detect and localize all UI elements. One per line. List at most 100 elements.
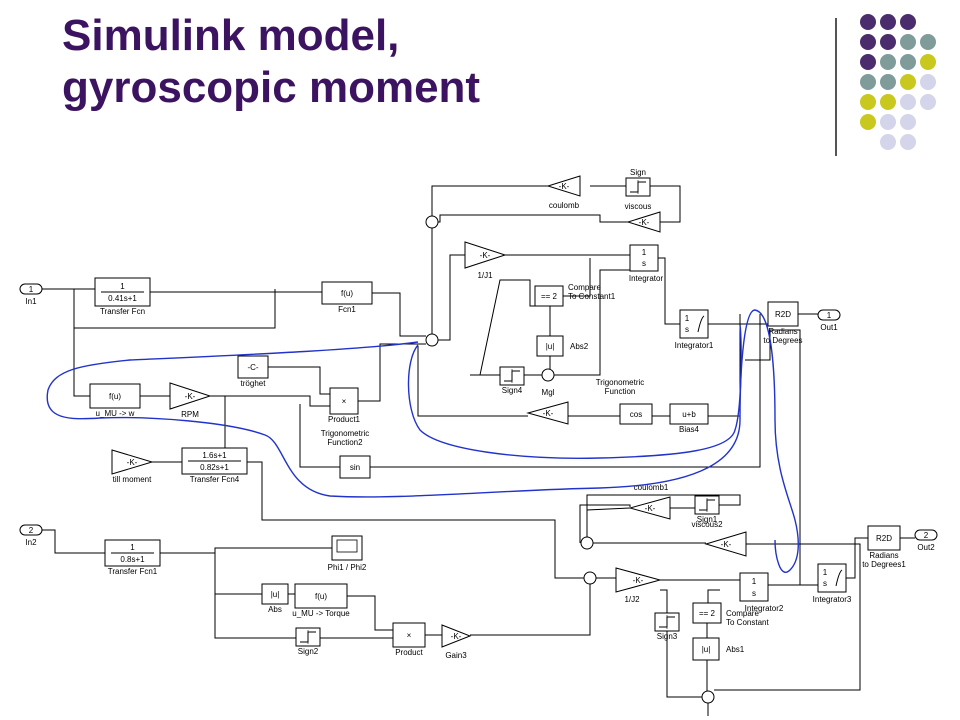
fcn-u-mu-torque: [294, 583, 348, 609]
inport-2: [19, 524, 43, 536]
signal-line: [554, 269, 630, 376]
decoration-dot: [880, 34, 896, 50]
sign4-block-label: Sign4: [502, 386, 523, 395]
sin-block-text: sin: [350, 463, 360, 472]
r2d-block: [767, 301, 799, 327]
bias4-block: [669, 403, 709, 425]
sign3-block-label: Sign3: [657, 632, 678, 641]
coulomb-label: coulomb: [549, 201, 580, 210]
integrator2-label: Integrator2: [745, 604, 784, 613]
gain-k-feedback: [526, 401, 569, 425]
abs2-label: Abs2: [570, 342, 589, 351]
fcn-u-mu-w-label: u_MU -> w: [96, 409, 135, 418]
abs-block: [261, 583, 289, 605]
r2d-block-label: to Degrees: [763, 336, 802, 345]
signal-line: [714, 543, 861, 691]
rpm-gain: [169, 382, 212, 410]
annotation-curve-2: [407, 324, 742, 459]
decoration-dot: [920, 94, 936, 110]
signal-line: [660, 589, 668, 613]
r2d1-block-text: R2D: [876, 534, 892, 543]
integrator3-block-num: 1: [823, 568, 828, 577]
signal-line: [563, 258, 591, 297]
integrator1-block: [679, 309, 709, 339]
integrator3-block: [817, 563, 847, 593]
transfer-fcn1-numerator: 1: [130, 543, 135, 552]
gain-1-j1-text: -K-: [480, 251, 491, 260]
sum-lower: [583, 571, 597, 585]
trig2-label: Trigonometric: [321, 429, 370, 438]
signal-line: [214, 594, 296, 639]
decoration-dot: [900, 14, 916, 30]
viscous2-label: viscous2: [691, 520, 723, 529]
signal-line: [579, 504, 631, 543]
transfer-fcn4-label: Transfer Fcn4: [190, 475, 240, 484]
outport-2-label: Out2: [917, 543, 935, 552]
rpm-gain-text: -K-: [185, 392, 196, 401]
compare-to-constant1-text: == 2: [541, 292, 558, 301]
signal-line: [358, 343, 426, 402]
sign-block-label: Sign: [630, 168, 646, 177]
outport-1-label: Out1: [820, 323, 838, 332]
r2d-block-label: Radians: [768, 327, 797, 336]
signal-line: [470, 584, 591, 636]
integrator3-block-label: Integrator3: [813, 595, 852, 604]
transfer-fcn1-denominator: 0.8s+1: [120, 555, 145, 564]
decoration-dot: [900, 74, 916, 90]
compare-to-constant: [692, 602, 722, 624]
abs1-label: Abs1: [726, 645, 745, 654]
sum-lower-top: [580, 536, 594, 550]
coulomb-gain-text: -K-: [559, 182, 570, 191]
sum-main: [425, 333, 439, 347]
compare-label: To Constant: [726, 618, 769, 627]
gain-1-j1: [464, 241, 507, 269]
decoration-dot: [860, 34, 876, 50]
r2d1-block: [867, 525, 901, 551]
integrator-label: Integrator: [629, 274, 664, 283]
signal-line: [438, 214, 628, 223]
compare-to-constant-text: == 2: [699, 609, 716, 618]
gain-j2-label: 1/J2: [624, 595, 640, 604]
viscous2-gain-text: -K-: [721, 540, 732, 549]
signal-line: [299, 404, 340, 468]
fcn-u-mu-torque-text: f(u): [315, 592, 327, 601]
cos-block-text: cos: [630, 410, 642, 419]
decoration-dot: [880, 94, 896, 110]
integrator1-block-den: s: [685, 325, 689, 334]
decoration-dot: [880, 134, 896, 150]
viscous-label: viscous: [625, 202, 652, 211]
signal-line: [745, 329, 801, 585]
transfer-fcn-label: Transfer Fcn: [100, 307, 145, 316]
r2d1-block-label: to Degrees1: [862, 560, 906, 569]
till-moment-label: till moment: [113, 475, 152, 484]
abs2-block-text: |u|: [546, 342, 555, 351]
signal-line: [372, 292, 426, 337]
coulomb1-gain: [628, 496, 671, 520]
decoration-dot: [900, 54, 916, 70]
transfer-fcn4-numerator: 1.6s+1: [202, 451, 227, 460]
transfer-fcn-numerator: 1: [120, 282, 125, 291]
trig-function-label: Function: [605, 387, 636, 396]
signal-line: [73, 328, 90, 397]
viscous-gain: [626, 211, 661, 233]
decoration-dot: [860, 94, 876, 110]
product-block-label: Product: [395, 648, 423, 657]
viscous-gain-text: -K-: [639, 218, 650, 227]
sin-block: [339, 455, 371, 479]
signal-line: [431, 185, 548, 216]
signal-line: [210, 395, 330, 407]
title-line-2: gyroscopic moment: [62, 63, 481, 112]
sum-bottom: [701, 690, 715, 704]
signal-line: [160, 547, 332, 554]
transfer-fcn-denominator: 0.41s+1: [108, 294, 137, 303]
inport-1: [19, 283, 43, 295]
scope-label: Phi1 / Phi2: [328, 563, 367, 572]
till-moment-gain-text: -K-: [127, 458, 138, 467]
decoration-dot: [860, 114, 876, 130]
bias4-block-label: Bias4: [679, 425, 700, 434]
signal-line: [247, 461, 584, 579]
signal-line: [417, 346, 528, 417]
